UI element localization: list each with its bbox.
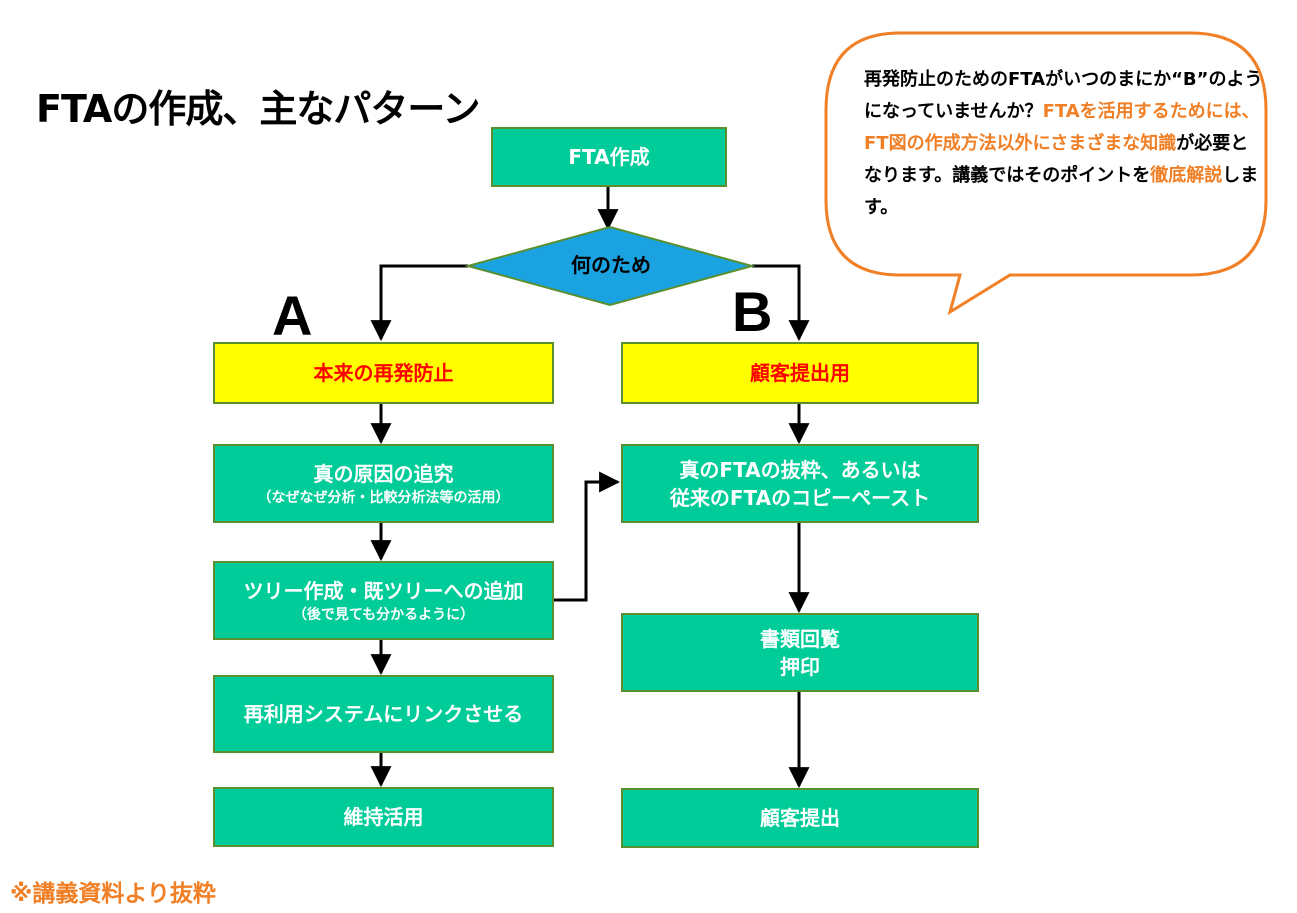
arrow-a-step2-to-b-step1 [554,471,621,602]
decision-diamond [464,225,756,307]
path-b-step-2-sub: 押印 [780,654,820,679]
path-a-step-1-main: 真の原因の追究 [313,461,454,486]
start-box-fta-creation: FTA作成 [491,127,727,187]
callout-part-1: 再発防止のためのFTAがいつのまにか“B”のようになっていませんか？ [864,69,1263,122]
path-b-header-box: 顧客提出用 [621,342,979,404]
callout-part-3: が必要となります。講義ではそのポイントを [864,133,1249,186]
callout-text: 再発防止のためのFTAがいつのまにか“B”のようになっていませんか？FTAを活用… [864,64,1264,224]
path-b-step-2: 書類回覧 押印 [621,613,979,692]
path-b-step-2-main: 書類回覧 [760,626,840,651]
callout-part-4: 徹底解説 [1150,165,1223,186]
path-a-header-label: 本来の再発防止 [313,361,454,385]
path-b-step-1-sub: 従来のFTAのコピーペースト [669,485,931,510]
path-a-step-4: 維持活用 [213,787,554,847]
footnote: ※講義資料より抜粋 [10,881,216,907]
path-a-step-2-sub: （後で見ても分かるように） [292,606,475,623]
path-a-step-3-main: 再利用システムにリンクさせる [243,702,524,726]
path-b-letter: B [732,280,773,343]
arrow-decision-to-a [370,264,468,342]
path-a-header-box: 本来の再発防止 [213,342,554,404]
path-b-step-1: 真のFTAの抜粋、あるいは 従来のFTAのコピーペースト [621,444,979,523]
path-b-header-label: 顧客提出用 [750,361,850,385]
callout-bubble [824,31,1268,316]
arrow-decision-to-b [752,264,810,342]
callout-part-2: FTAを活用するためには、FT図の作成方法以外にさまざまな知識 [864,101,1260,154]
path-a-step-1: 真の原因の追究 （なぜなぜ分析・比較分析法等の活用） [213,444,554,523]
callout-part-5: します。 [864,165,1259,218]
decision-label: 何のため [571,253,651,277]
path-b-step-1-main: 真のFTAの抜粋、あるいは [679,457,921,482]
start-box-label: FTA作成 [568,145,650,169]
path-b-step-3: 顧客提出 [621,788,979,848]
page-title: FTAの作成、主なパターン [36,87,480,131]
path-a-step-4-main: 維持活用 [343,805,424,829]
path-a-step-2: ツリー作成・既ツリーへの追加 （後で見ても分かるように） [213,561,554,640]
path-a-step-3: 再利用システムにリンクさせる [213,675,554,753]
path-b-step-3-main: 顧客提出 [760,806,840,830]
path-a-letter: A [272,284,313,347]
path-a-step-1-sub: （なぜなぜ分析・比較分析法等の活用） [257,489,510,506]
path-a-step-2-main: ツリー作成・既ツリーへの追加 [243,578,524,603]
